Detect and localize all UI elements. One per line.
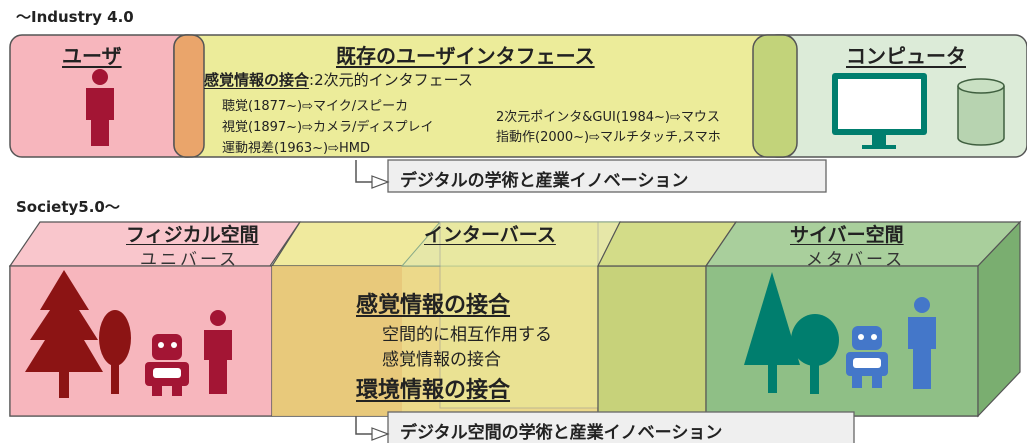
database-icon	[957, 78, 1005, 146]
cyber-title: サイバー空間	[790, 224, 904, 246]
center-line-sensory: 感覚情報の接合	[382, 350, 501, 370]
tree-large-teal-icon	[744, 272, 800, 393]
monitor-icon	[832, 73, 927, 149]
robot-blue-icon	[846, 326, 888, 388]
user-title: ユーザ	[62, 44, 122, 68]
computer-title: コンピュータ	[846, 44, 966, 68]
connector-right	[752, 34, 798, 158]
innovation-arrow-bottom	[355, 416, 372, 435]
robot-red-icon	[145, 334, 189, 396]
era-label-society: Society5.0〜	[16, 198, 120, 216]
innovation-box-top	[387, 159, 827, 193]
innovation-arrowhead-top	[371, 175, 390, 189]
item-hearing: 聴覚(1877~)⇨マイク/スピーカ	[222, 99, 409, 114]
innovation-label-bottom: デジタル空間の学術と産業イノベーション	[400, 423, 723, 443]
person-red-icon	[204, 310, 232, 394]
innovation-box-bottom	[387, 411, 855, 443]
tree-large-red-icon	[25, 270, 103, 398]
person-blue-icon	[908, 297, 936, 389]
interface-title: 既存のユーザインタフェース	[336, 44, 595, 68]
cyber-subtitle: メタバース	[806, 250, 906, 270]
center-heading-sensory: 感覚情報の接合	[356, 293, 511, 318]
innovation-arrow-top	[355, 160, 372, 183]
item-vision: 視覚(1897~)⇨カメラ/ディスプレイ	[222, 120, 434, 135]
tree-small-teal-icon	[791, 314, 839, 394]
tree-small-red-icon	[99, 310, 131, 394]
innovation-arrowhead-bottom	[371, 427, 390, 441]
inter-title: インターバース	[424, 224, 556, 246]
connector-left	[173, 34, 205, 158]
item-multitouch: 指動作(2000~)⇨マルチタッチ,スマホ	[496, 130, 721, 145]
item-pointer-gui: 2次元ポインタ&GUI(1984~)⇨マウス	[496, 110, 720, 125]
center-line-spatial: 空間的に相互作用する	[382, 325, 552, 345]
physical-subtitle: ユニバース	[140, 250, 240, 270]
item-motion-parallax: 運動視差(1963~)⇨HMD	[222, 141, 371, 156]
sensory-suffix: :2次元的インタフェース	[309, 71, 473, 89]
sensory-line: 感覚情報の接合:2次元的インタフェース	[204, 69, 473, 90]
innovation-label-top: デジタルの学術と産業イノベーション	[400, 171, 689, 191]
physical-title: フィジカル空間	[126, 224, 259, 246]
center-heading-environment: 環境情報の接合	[356, 378, 511, 403]
era-label-industry: 〜Industry 4.0	[16, 8, 134, 26]
user-person-icon	[86, 69, 114, 146]
sensory-heading: 感覚情報の接合	[204, 71, 310, 89]
